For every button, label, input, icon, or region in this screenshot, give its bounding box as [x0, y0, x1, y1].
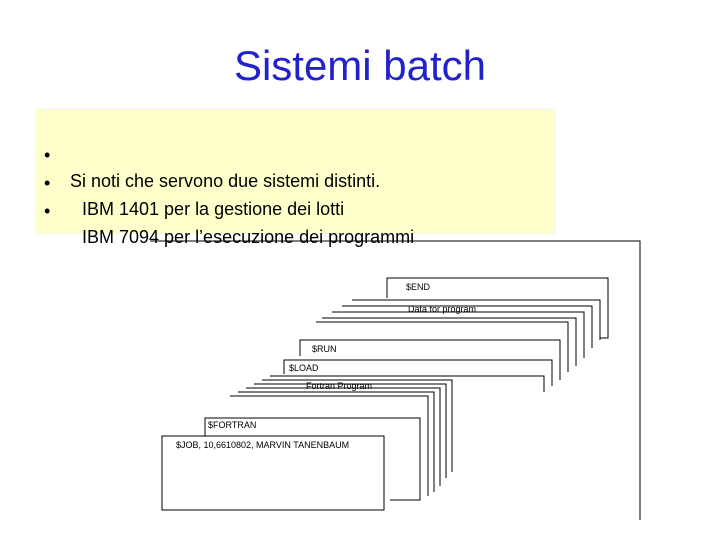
- bullet-dot: •: [44, 145, 51, 165]
- bullet-item: • IBM 7094 per l’esecuzione dei programm…: [36, 172, 414, 247]
- card-job: [161, 435, 385, 511]
- card-fortran-program-label: Fortran Program: [306, 381, 372, 391]
- card-fortran-program-back-3: [262, 379, 453, 472]
- bullet-dot: •: [44, 201, 51, 221]
- bullet-dot: •: [44, 173, 51, 193]
- card-load-label: $LOAD: [289, 363, 319, 373]
- note-box: • Si noti che servono due sistemi distin…: [36, 110, 554, 247]
- bullet-item: • Si noti che servono due sistemi distin…: [36, 116, 380, 191]
- card-fortran-label: $FORTRAN: [208, 420, 256, 430]
- card-data-label: Data for program: [408, 304, 476, 314]
- card-data-back-3: [352, 299, 601, 340]
- bullet-text: IBM 7094 per l’esecuzione dei programmi: [82, 227, 415, 247]
- card-fortran-program-front-b: [238, 391, 435, 492]
- card-fortran-program-back-4: [270, 375, 545, 392]
- card-run-label: $RUN: [312, 344, 337, 354]
- bullet-item: • IBM 1401 per la gestione dei lotti: [36, 144, 344, 219]
- card-fortran-program-back-1: [246, 387, 441, 486]
- card-run: [299, 339, 561, 380]
- card-data-front-a: [316, 321, 569, 372]
- card-fortran: [204, 417, 421, 501]
- card-load: [283, 359, 553, 386]
- bullet-text: Si noti che servono due sistemi distinti…: [70, 171, 381, 191]
- card-data-front-b: [322, 317, 577, 366]
- card-job-label: $JOB, 10,6610802, MARVIN TANENBAUM: [176, 440, 349, 450]
- card-end: [386, 277, 609, 339]
- slide-title: Sistemi batch: [0, 42, 720, 90]
- card-end-label: $END: [406, 282, 431, 292]
- card-fortran-program-front-a: [230, 395, 429, 496]
- card-fortran-program-back-2: [254, 383, 447, 478]
- figure-frame: [150, 240, 641, 520]
- card-data-back-1: [332, 311, 585, 358]
- bullet-text: IBM 1401 per la gestione dei lotti: [82, 199, 345, 219]
- slide-title-text: Sistemi batch: [233, 42, 487, 89]
- card-data-back-2: [342, 305, 593, 348]
